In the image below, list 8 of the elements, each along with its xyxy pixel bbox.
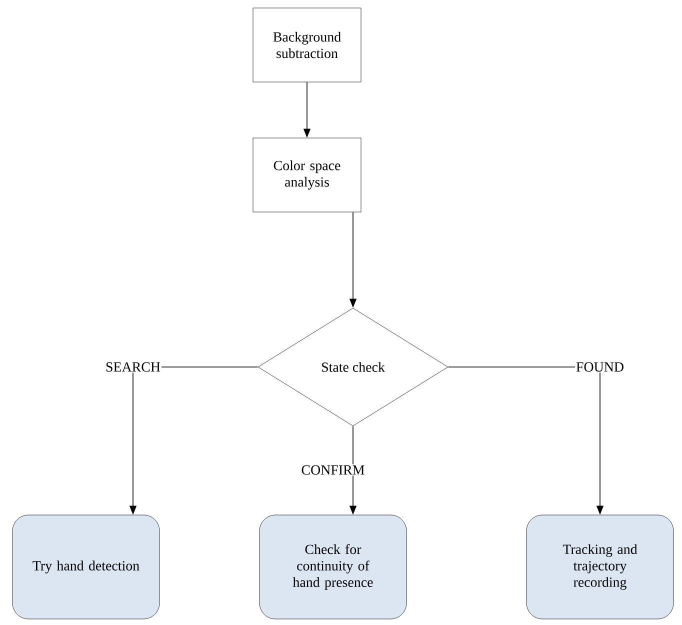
outcome-box: Check for continuity of hand presence — [259, 514, 407, 620]
outcome-box: Try hand detection — [12, 514, 160, 620]
process-box: Background subtraction — [252, 8, 362, 82]
edge-label: SEARCH — [104, 361, 162, 373]
edge-label: CONFIRM — [300, 464, 366, 476]
outcome-box: Tracking and trajectory recording — [526, 514, 674, 620]
process-box: Color space analysis — [252, 138, 362, 212]
edge-label: FOUND — [574, 361, 626, 373]
